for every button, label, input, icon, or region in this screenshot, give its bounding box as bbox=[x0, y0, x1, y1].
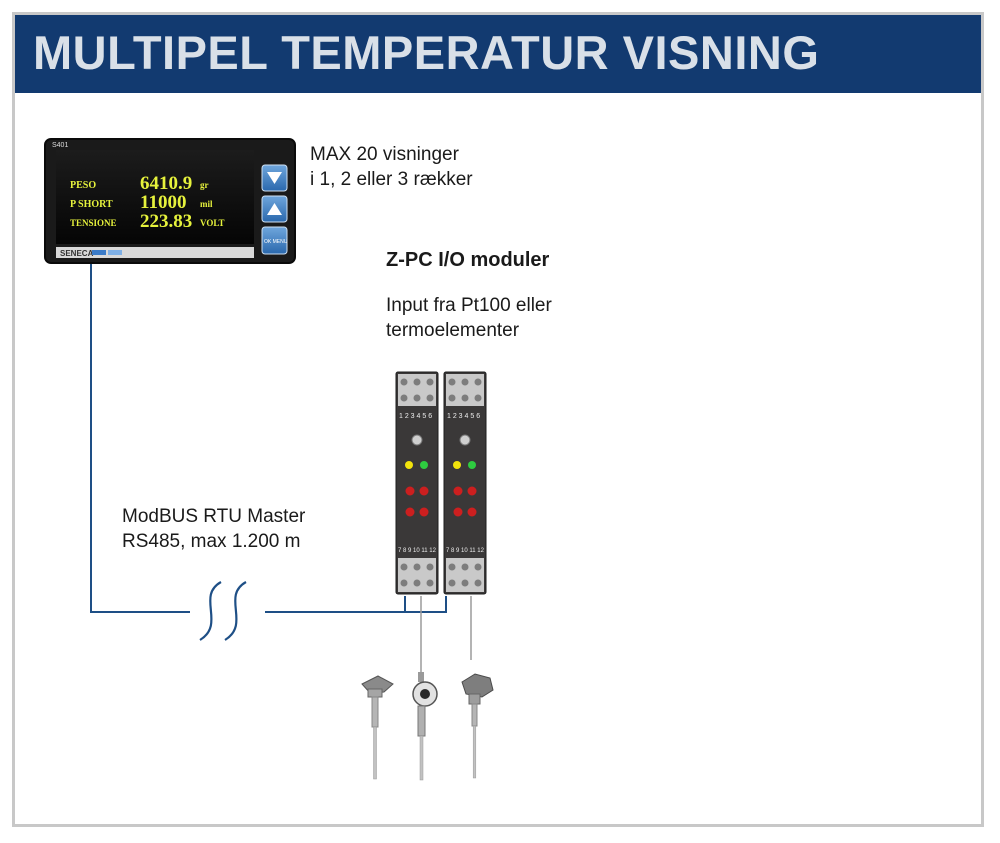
display-row: P SHORT 11000 mil bbox=[70, 192, 213, 213]
status-led-red bbox=[467, 486, 477, 496]
status-led-red bbox=[405, 486, 415, 496]
temperature-probe-icon bbox=[361, 675, 394, 780]
display-note: MAX 20 visninger i 1, 2 eller 3 rækker bbox=[310, 142, 473, 192]
terminal-numbers-top: 1 2 3 4 5 6 bbox=[447, 413, 480, 420]
terminal-numbers-bottom: 7 8 9 10 11 12 bbox=[398, 548, 437, 554]
status-led-red bbox=[405, 507, 415, 517]
status-led-red bbox=[467, 507, 477, 517]
display-row: PESO 6410.9 gr bbox=[70, 173, 209, 194]
status-led-green bbox=[468, 461, 476, 469]
display-row-value: 223.83 bbox=[140, 211, 192, 232]
panel-display: S401 PESO 6410.9 gr P SHORT 11000 mil TE… bbox=[44, 138, 296, 264]
page-title: MULTIPEL TEMPERATUR VISNING bbox=[33, 26, 820, 79]
display-row-value: 6410.9 bbox=[140, 173, 192, 194]
status-led-red bbox=[419, 486, 429, 496]
down-arrow-button bbox=[261, 164, 288, 192]
bus-wire bbox=[90, 262, 447, 613]
module-group-description: Input fra Pt100 eller termoelementer bbox=[386, 293, 552, 343]
up-arrow-button bbox=[261, 195, 288, 223]
chevron-down-icon bbox=[267, 172, 282, 184]
bus-label-line1: ModBUS RTU Master bbox=[122, 506, 306, 527]
display-row-label: TENSIONE bbox=[70, 218, 117, 228]
temperature-probe-icon bbox=[461, 673, 494, 779]
display-row-label: P SHORT bbox=[70, 199, 113, 210]
status-led-red bbox=[453, 486, 463, 496]
status-led-yellow bbox=[453, 461, 461, 469]
module-group-title: Z-PC I/O moduler bbox=[386, 249, 550, 271]
zpc-module: 1 2 3 4 5 6 7 8 9 10 11 12 bbox=[395, 371, 439, 595]
header-bar: MULTIPEL TEMPERATUR VISNING bbox=[15, 15, 981, 93]
ok-menu-label: OK MENU bbox=[264, 239, 288, 245]
display-row-value: 11000 bbox=[140, 192, 186, 213]
display-row-unit: VOLT bbox=[200, 218, 225, 228]
status-led-green bbox=[420, 461, 428, 469]
bus-label: ModBUS RTU Master RS485, max 1.200 m bbox=[122, 504, 305, 554]
display-note-line2: i 1, 2 eller 3 rækker bbox=[310, 169, 473, 190]
brand-label: SENECA bbox=[60, 249, 94, 258]
module-desc-line2: termoelementer bbox=[386, 320, 520, 341]
chevron-up-icon bbox=[267, 203, 282, 215]
terminal-numbers-bottom: 7 8 9 10 11 12 bbox=[446, 548, 485, 554]
display-model-label: S401 bbox=[52, 142, 68, 149]
module-desc-line1: Input fra Pt100 eller bbox=[386, 295, 552, 316]
terminal-numbers-top: 1 2 3 4 5 6 bbox=[399, 413, 432, 420]
sensor-wires bbox=[420, 596, 472, 672]
bus-break-symbol bbox=[199, 581, 247, 641]
display-note-line1: MAX 20 visninger bbox=[310, 144, 459, 165]
display-row-unit: gr bbox=[200, 180, 209, 190]
status-led-red bbox=[453, 507, 463, 517]
temperature-probe-icon bbox=[412, 672, 438, 781]
display-row-unit: mil bbox=[200, 199, 213, 209]
bus-label-line2: RS485, max 1.200 m bbox=[122, 531, 301, 552]
display-row-label: PESO bbox=[70, 180, 96, 191]
status-led-red bbox=[419, 507, 429, 517]
ok-menu-button: OK MENU bbox=[261, 226, 288, 255]
status-led-yellow bbox=[405, 461, 413, 469]
zpc-module: 1 2 3 4 5 6 7 8 9 10 11 12 bbox=[443, 371, 487, 595]
display-row: TENSIONE 223.83 VOLT bbox=[70, 211, 225, 232]
